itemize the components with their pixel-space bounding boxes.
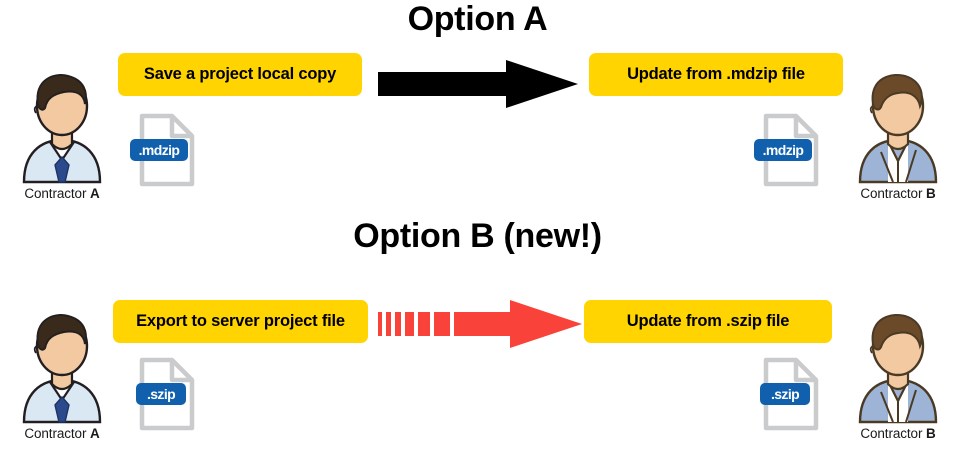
avatar-label-suffix: B [926,186,936,201]
file-badge-szip-left: .szip [136,383,186,405]
file-icon-mdzip-left: .mdzip [130,112,198,188]
avatar-label-prefix: Contractor [860,426,927,441]
avatar-label-suffix: A [90,426,100,441]
file-icon-mdzip-right: .mdzip [754,112,822,188]
option-b-title: Option B (new!) [353,217,602,255]
avatar-label-prefix: Contractor [24,426,91,441]
option-a-left-action-box[interactable]: Save a project local copy [118,53,362,96]
option-a-right-action-box[interactable]: Update from .mdzip file [589,53,843,96]
file-icon-szip-left: .szip [136,356,198,432]
avatar-label-contractor-a-bottom: Contractor A [14,426,110,441]
right-arrow-icon-option-a [378,60,578,108]
file-icon-szip-right: .szip [760,356,822,432]
avatar-label-prefix: Contractor [24,186,91,201]
avatar-contractor-b-bottom: Contractor B [850,304,946,441]
avatar-contractor-b-top: Contractor B [850,64,946,201]
avatar-label-prefix: Contractor [860,186,927,201]
right-arrow-dashed-icon-option-b [378,300,582,348]
avatar-contractor-a-bottom: Contractor A [14,304,110,441]
avatar-label-contractor-b-top: Contractor B [850,186,946,201]
option-a-title: Option A [407,0,548,38]
option-b-right-action-box[interactable]: Update from .szip file [584,300,832,343]
file-badge-mdzip-left: .mdzip [130,139,188,161]
file-badge-szip-right: .szip [760,383,810,405]
avatar-label-suffix: A [90,186,100,201]
avatar-label-suffix: B [926,426,936,441]
avatar-contractor-a-top: Contractor A [14,64,110,201]
option-b-left-action-box[interactable]: Export to server project file [113,300,368,343]
file-badge-mdzip-right: .mdzip [754,139,812,161]
avatar-label-contractor-b-bottom: Contractor B [850,426,946,441]
avatar-label-contractor-a-top: Contractor A [14,186,110,201]
